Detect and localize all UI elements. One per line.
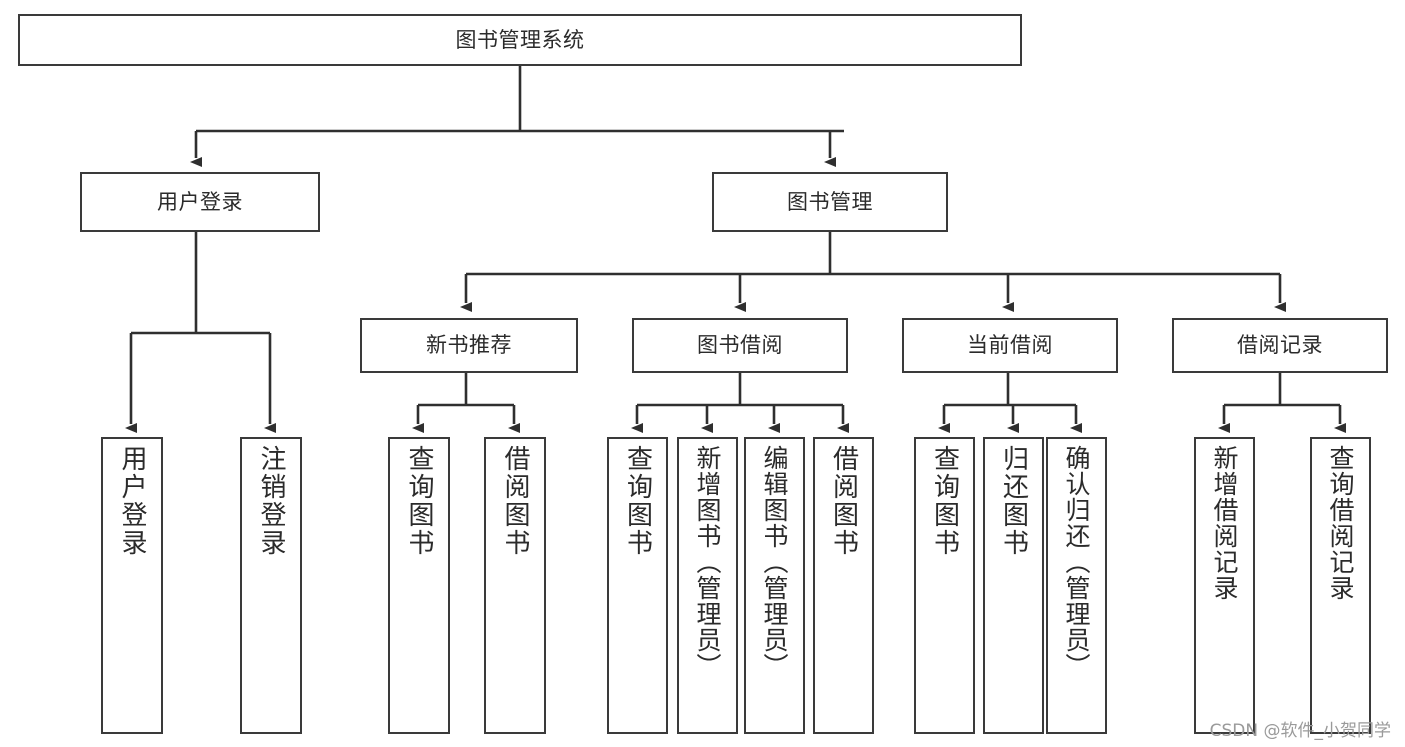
node-leaf-query-book-3-label: 查询图书 bbox=[929, 445, 960, 557]
node-leaf-borrow-book-2-label: 借阅图书 bbox=[828, 445, 859, 557]
watermark-text: CSDN @软件_小贺同学 bbox=[1209, 721, 1391, 741]
node-leaf-add-book[interactable]: 新增图书（管理员） bbox=[677, 437, 738, 734]
node-leaf-user-login[interactable]: 用户登录 bbox=[101, 437, 163, 734]
node-leaf-add-book-label: 新增图书（管理员） bbox=[693, 445, 722, 679]
node-leaf-query-book-3[interactable]: 查询图书 bbox=[914, 437, 975, 734]
node-leaf-logout-login[interactable]: 注销登录 bbox=[240, 437, 302, 734]
node-root-label: 图书管理系统 bbox=[455, 27, 585, 52]
node-leaf-query-record-label: 查询借阅记录 bbox=[1326, 445, 1355, 601]
node-user-login-label: 用户登录 bbox=[157, 189, 243, 214]
node-leaf-edit-book-label: 编辑图书（管理员） bbox=[760, 445, 789, 679]
node-book-borrow-label: 图书借阅 bbox=[697, 333, 783, 358]
node-root[interactable]: 图书管理系统 bbox=[18, 14, 1022, 66]
node-leaf-user-login-label: 用户登录 bbox=[117, 445, 147, 557]
node-leaf-borrow-book-1-label: 借阅图书 bbox=[500, 445, 530, 557]
node-book-borrow[interactable]: 图书借阅 bbox=[632, 318, 848, 373]
node-leaf-query-record[interactable]: 查询借阅记录 bbox=[1310, 437, 1371, 734]
node-leaf-query-book-1[interactable]: 查询图书 bbox=[388, 437, 450, 734]
node-borrow-record-label: 借阅记录 bbox=[1237, 333, 1323, 358]
node-book-manage[interactable]: 图书管理 bbox=[712, 172, 948, 232]
node-leaf-edit-book[interactable]: 编辑图书（管理员） bbox=[744, 437, 805, 734]
node-new-book-recommend-label: 新书推荐 bbox=[426, 333, 512, 358]
node-leaf-return-book-label: 归还图书 bbox=[998, 445, 1029, 557]
node-leaf-borrow-book-2[interactable]: 借阅图书 bbox=[813, 437, 874, 734]
node-leaf-query-book-1-label: 查询图书 bbox=[404, 445, 434, 557]
node-current-borrow-label: 当前借阅 bbox=[967, 333, 1053, 358]
node-leaf-logout-login-label: 注销登录 bbox=[256, 445, 286, 557]
node-new-book-recommend[interactable]: 新书推荐 bbox=[360, 318, 578, 373]
node-leaf-return-book[interactable]: 归还图书 bbox=[983, 437, 1044, 734]
node-leaf-add-record-label: 新增借阅记录 bbox=[1210, 445, 1239, 601]
node-leaf-confirm-return-label: 确认归还（管理员） bbox=[1062, 445, 1091, 679]
node-leaf-borrow-book-1[interactable]: 借阅图书 bbox=[484, 437, 546, 734]
node-leaf-add-record[interactable]: 新增借阅记录 bbox=[1194, 437, 1255, 734]
node-user-login[interactable]: 用户登录 bbox=[80, 172, 320, 232]
node-current-borrow[interactable]: 当前借阅 bbox=[902, 318, 1118, 373]
node-leaf-query-book-2-label: 查询图书 bbox=[622, 445, 653, 557]
node-leaf-confirm-return[interactable]: 确认归还（管理员） bbox=[1046, 437, 1107, 734]
node-leaf-query-book-2[interactable]: 查询图书 bbox=[607, 437, 668, 734]
node-borrow-record[interactable]: 借阅记录 bbox=[1172, 318, 1388, 373]
node-book-manage-label: 图书管理 bbox=[787, 189, 873, 214]
